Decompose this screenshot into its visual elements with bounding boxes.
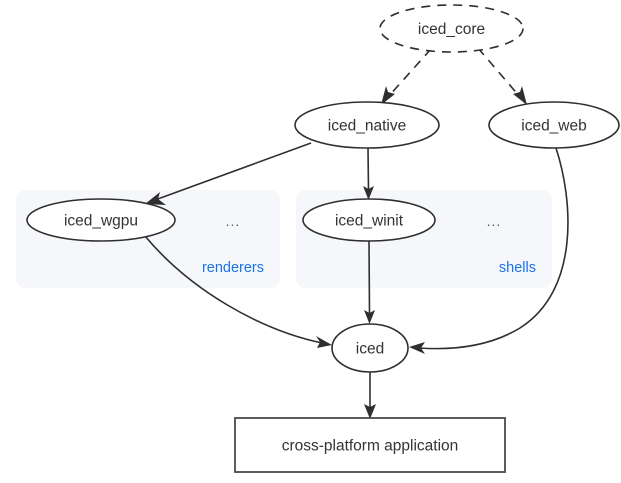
cluster-renderers-label: renderers [202,260,264,276]
edge-core-to-native-line [387,48,432,98]
node-iced-wgpu[interactable]: iced_wgpu [26,198,176,242]
edge-core-to-web-arrowhead [513,86,527,105]
edge-winit-to-iced-arrowhead [364,310,375,324]
node-iced-core[interactable]: iced_core [379,4,524,53]
node-iced-web-label: iced_web [521,118,587,135]
node-iced[interactable]: iced [331,323,409,373]
node-iced-web[interactable]: iced_web [488,101,620,149]
edge-native-to-wgpu [145,142,312,205]
edge-native-to-winit-line [367,147,370,191]
edge-winit-to-iced [364,240,375,324]
edge-winit-to-iced-line [368,240,371,315]
node-iced-core-shape[interactable] [379,4,524,53]
edge-native-to-wgpu-arrowhead [145,192,166,205]
node-iced-label: iced [356,341,384,358]
edge-core-to-web [477,47,527,105]
node-application-shape[interactable] [234,417,506,473]
renderers-more-label: ... [226,213,241,229]
edge-core-to-native-arrowhead [381,86,395,105]
edge-web-to-iced [409,147,569,354]
edge-web-to-iced-line [418,147,569,350]
edge-native-to-winit-arrowhead [363,186,374,200]
node-iced-core-label: iced_core [418,21,485,38]
node-application-label: cross-platform application [282,438,459,455]
edge-core-to-native [381,48,432,105]
node-iced-native[interactable]: iced_native [294,101,440,149]
edge-iced-to-application [364,372,376,419]
node-iced-winit[interactable]: iced_winit [302,198,436,242]
node-iced-native-label: iced_native [328,118,406,135]
edge-wgpu-to-iced-line [144,235,323,344]
edge-web-to-iced-arrowhead [409,342,425,354]
edge-native-to-winit [363,147,374,200]
node-iced-web-shape[interactable] [488,101,620,149]
node-iced-native-shape[interactable] [294,101,440,149]
edge-wgpu-to-iced [144,235,332,348]
node-iced-winit-shape[interactable] [302,198,436,242]
node-iced-wgpu-shape[interactable] [26,198,176,242]
shells-more-label: ... [487,213,502,229]
node-application[interactable]: cross-platform application [234,417,506,473]
edge-wgpu-to-iced-arrowhead [316,336,332,348]
node-iced-winit-label: iced_winit [335,213,404,230]
node-iced-shape[interactable] [331,323,409,373]
edge-core-to-web-line [477,47,521,98]
cluster-shells-label: shells [499,260,536,276]
edge-iced-to-application-arrowhead [364,404,376,419]
edge-native-to-wgpu-line [154,142,312,201]
node-iced-wgpu-label: iced_wgpu [64,213,138,230]
